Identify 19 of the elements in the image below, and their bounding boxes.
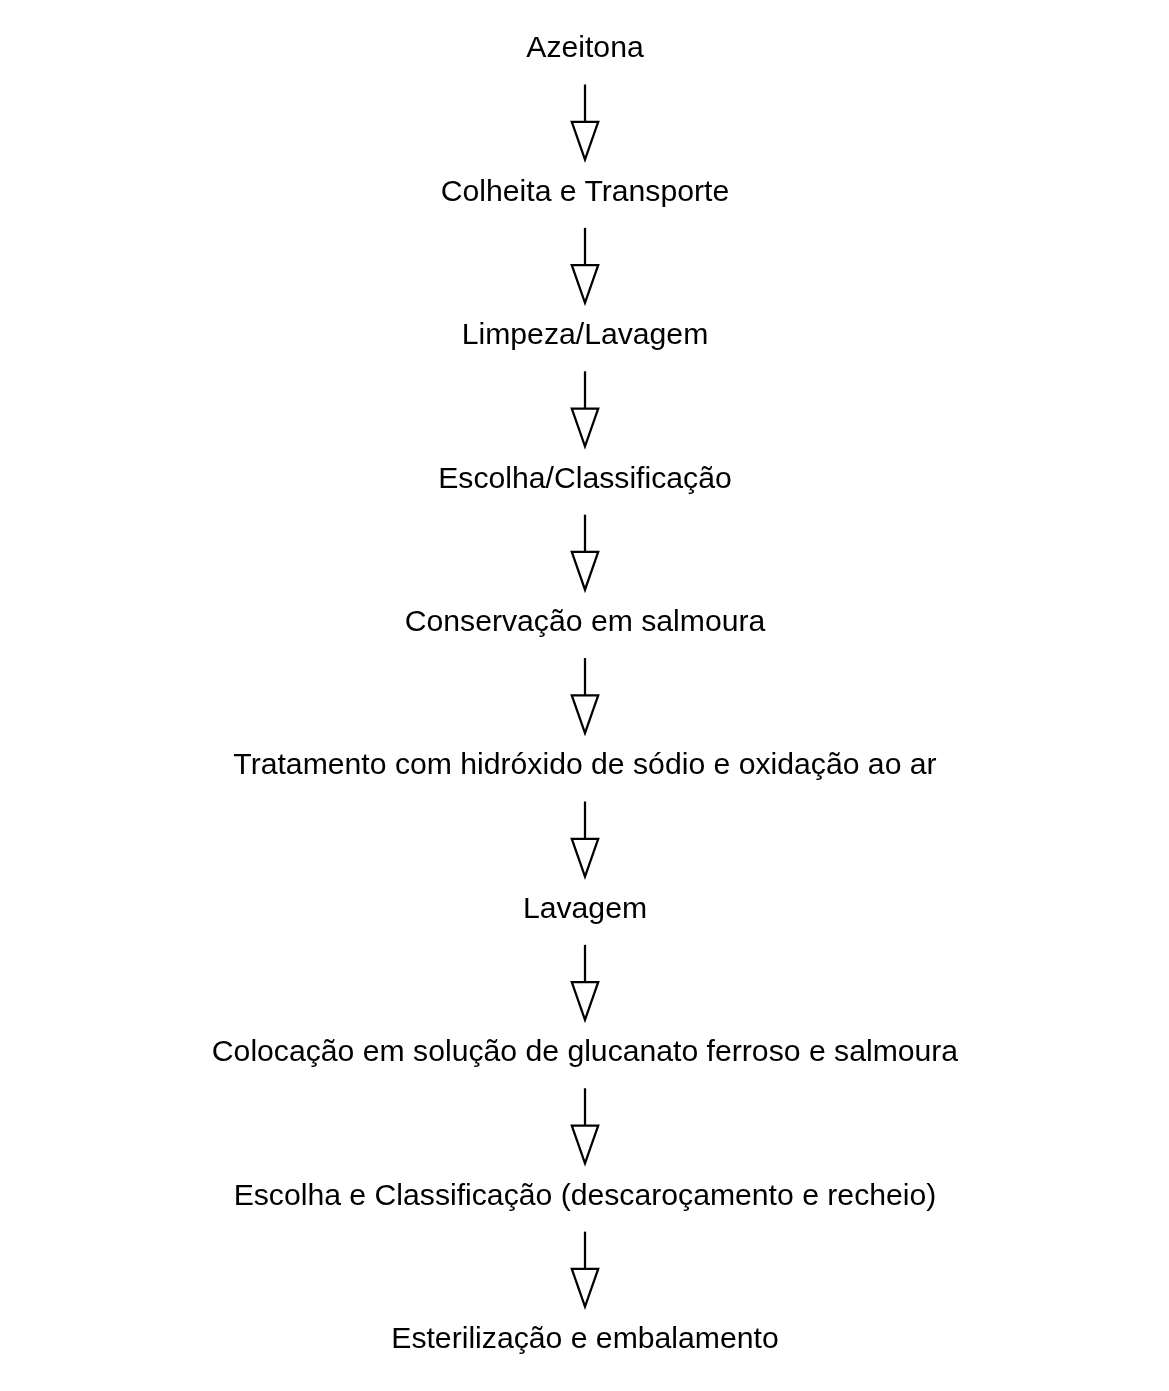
arrow (569, 944, 600, 1024)
node-text: Escolha/Classificação (437, 460, 732, 494)
node-text: Conservação em salmoura (404, 603, 765, 637)
node-text: Tratamento com hidróxido de sódio e oxidação ao ar (232, 747, 937, 781)
arrow (569, 658, 600, 737)
node-text: Lavagem (522, 890, 647, 924)
node-text: Esterilização e embalamento (390, 1320, 779, 1354)
node-text: Azeitona (525, 30, 644, 64)
arrow (569, 1231, 600, 1311)
node-text: Colheita e Transporte (440, 173, 729, 207)
node-text: Escolha e Classificação (descaroçamento e recheio) (233, 1177, 936, 1211)
arrow (569, 371, 600, 450)
arrow (569, 227, 600, 307)
node-text: Colocação em solução de glucanato ferroso e salmoura (211, 1034, 958, 1068)
arrow (569, 1088, 600, 1167)
arrow (569, 84, 600, 163)
arrow (569, 801, 600, 880)
node-text: Limpeza/Lavagem (461, 317, 708, 351)
arrow (569, 514, 600, 594)
